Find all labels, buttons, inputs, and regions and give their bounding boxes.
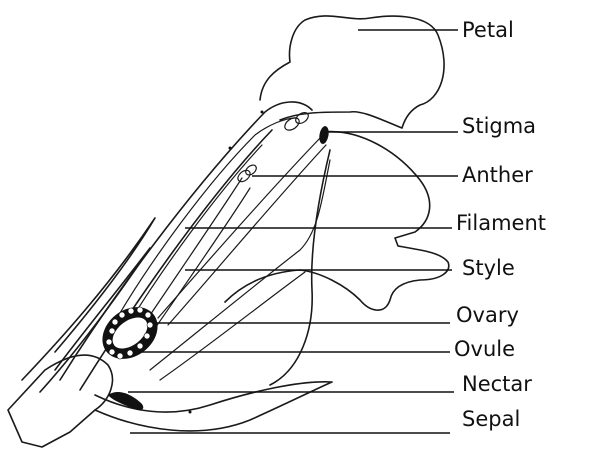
label-nectar: Nectar — [462, 372, 532, 396]
label-style: Style — [462, 256, 515, 280]
mark-3 — [189, 411, 192, 414]
label-ovule: Ovule — [454, 337, 515, 361]
label-stigma: Stigma — [462, 114, 536, 138]
style-line-1 — [158, 136, 322, 318]
petal-band-outer — [60, 102, 312, 380]
inner-wall-2 — [160, 272, 305, 380]
petal-edge — [270, 150, 330, 385]
mark-2 — [261, 111, 264, 114]
anther-lower-1 — [236, 168, 253, 184]
petal-shape — [260, 16, 444, 128]
style-line-2 — [168, 145, 326, 325]
mark-1 — [229, 147, 232, 150]
anther-lower-2 — [244, 163, 258, 177]
stigma-shape — [318, 125, 330, 144]
label-anther: Anther — [462, 163, 533, 187]
label-filament: Filament — [456, 211, 546, 235]
label-petal: Petal — [462, 18, 514, 42]
inner-wall — [150, 160, 330, 370]
label-ovary: Ovary — [456, 303, 519, 327]
label-sepal: Sepal — [462, 407, 520, 431]
anther-upper-2 — [294, 110, 311, 125]
filament-line-1 — [110, 118, 296, 330]
